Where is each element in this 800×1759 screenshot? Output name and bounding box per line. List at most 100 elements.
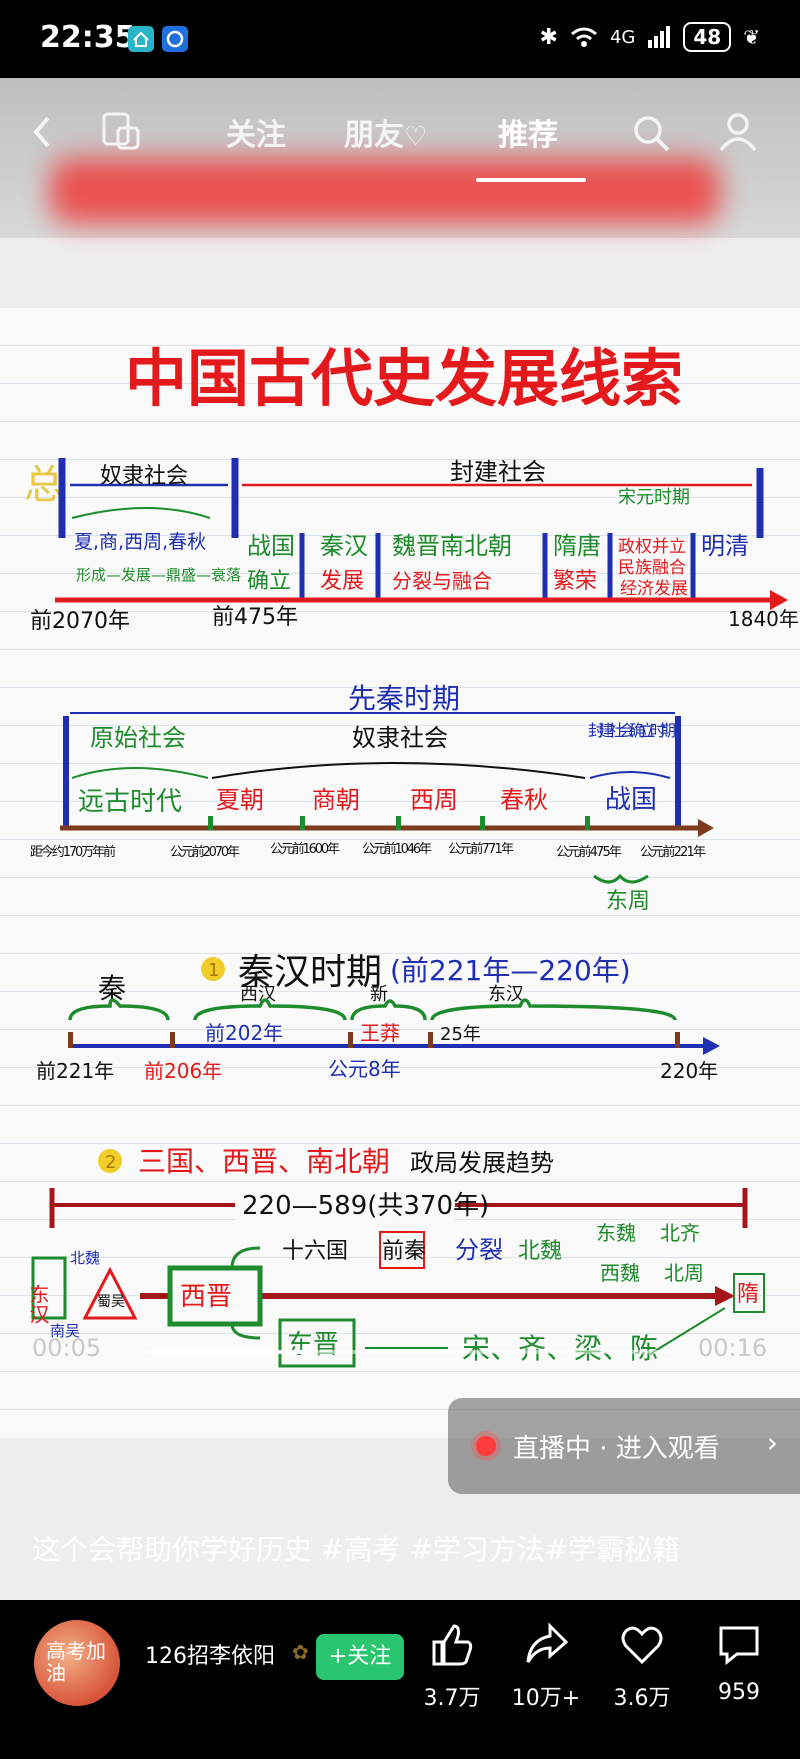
s3-range: (前221年—220年) xyxy=(390,954,631,987)
heart-icon xyxy=(621,1626,663,1665)
progress-row: 00:05 00:16 xyxy=(0,1328,800,1378)
share-count: 10万+ xyxy=(511,1686,581,1711)
s4-tk-1: 北魏 xyxy=(70,1249,100,1267)
wifi-icon xyxy=(571,27,597,47)
s2-date-5: 公元前771年 xyxy=(448,841,514,857)
top-nav: 关注 朋友♡ 推荐 xyxy=(0,96,800,182)
favorite-button[interactable]: 3.6万 xyxy=(602,1620,682,1712)
tab-friends[interactable]: 朋友♡ xyxy=(344,110,427,154)
s3-mark-1: 前202年 xyxy=(205,1021,283,1045)
like-button[interactable]: 3.7万 xyxy=(412,1620,492,1712)
s2-date-1: 距今约170万年前 xyxy=(30,844,116,860)
s3-date-2: 前206年 xyxy=(144,1059,222,1083)
era-1: 远古时代 xyxy=(78,787,182,817)
tab-following[interactable]: 关注 xyxy=(226,118,286,153)
s3-mark-2: 王莽 xyxy=(360,1021,400,1045)
live-indicator-icon xyxy=(476,1436,496,1456)
s4-north-zhou: 北周 xyxy=(664,1261,704,1285)
eastern-zhou: 东周 xyxy=(606,889,650,914)
s4-split: 分裂 xyxy=(455,1236,503,1264)
s4-south: 宋、齐、梁、陈 xyxy=(462,1332,658,1365)
tab-recommend[interactable]: 推荐 xyxy=(498,118,558,153)
period-note-1: 确立 xyxy=(247,569,291,594)
s3-mark-3: 25年 xyxy=(440,1024,481,1045)
video-description[interactable]: 这个会帮助你学好历史 #高考 #学习方法#学霸秘籍 xyxy=(32,1533,681,1566)
slavery-society-2: 奴隶社会 xyxy=(352,724,448,752)
chevron-right-icon: › xyxy=(766,1426,778,1459)
avatar[interactable]: 高考加油 xyxy=(34,1620,120,1706)
slavery-society-label: 奴隶社会 xyxy=(100,464,188,489)
s3-number: 1 xyxy=(208,960,219,981)
s3-seg-xin: 新 xyxy=(370,984,388,1005)
profile-icon[interactable] xyxy=(716,110,760,154)
s4-title-black: 政局发展趋势 xyxy=(410,1149,554,1177)
feudal-establish: 封建社会确立时期 xyxy=(588,721,676,740)
s1-date-2: 前475年 xyxy=(212,605,298,630)
s3-date-4: 220年 xyxy=(660,1059,718,1083)
current-time: 00:05 xyxy=(32,1334,102,1362)
search-icon[interactable] xyxy=(632,114,672,154)
s4-number: 2 xyxy=(105,1152,116,1173)
era-5: 春秋 xyxy=(500,786,548,814)
like-count: 3.7万 xyxy=(423,1686,481,1711)
period-name-1: 战国 xyxy=(247,532,295,560)
s3-seg-west-han: 西汉 xyxy=(240,984,276,1005)
tab-friends-label: 朋友 xyxy=(344,118,404,153)
author-name[interactable]: 126招李依阳 xyxy=(145,1644,275,1669)
period-note-3: 分裂与融合 xyxy=(392,569,492,593)
era-6: 战国 xyxy=(605,785,657,815)
period-name-4: 隋唐 xyxy=(553,532,601,560)
main-title: 中国古代史发展线索 xyxy=(125,342,683,415)
follow-button[interactable]: +关注 xyxy=(316,1634,404,1680)
s2-date-2: 公元前2070年 xyxy=(170,844,240,860)
home-icon xyxy=(128,26,154,52)
s3-title: 秦汉时期 xyxy=(238,952,382,993)
slavery-dynasties: 夏,商,西周,春秋 xyxy=(74,531,206,553)
favorite-count: 3.6万 xyxy=(613,1686,671,1711)
s2-date-3: 公元前1600年 xyxy=(270,841,340,857)
back-icon[interactable] xyxy=(30,112,54,152)
multi-window-icon[interactable] xyxy=(100,110,144,154)
timeline-drawing: 中国古代史发展线索 总 奴隶社会 封建社会 宋元时期 夏,商,西周,春秋 形成—… xyxy=(24,342,799,1368)
active-tab-underline xyxy=(476,178,586,182)
video-player[interactable]: 关注 朋友♡ 推荐 中国古代史发展线索 总 奴隶社会 封建社会 宋元时期 夏,商… xyxy=(0,78,800,1600)
battery-icon: 48 xyxy=(683,22,732,52)
heart-outline-icon: ♡ xyxy=(404,122,428,152)
thumbs-up-icon xyxy=(432,1624,473,1666)
period-name-3: 魏晋南北朝 xyxy=(392,532,512,560)
comment-icon xyxy=(719,1626,759,1666)
s3-seg-east-han: 东汉 xyxy=(488,984,524,1005)
era-4: 西周 xyxy=(410,786,458,814)
s4-western-jin: 西晋 xyxy=(180,1282,232,1312)
live-banner[interactable]: 直播中 · 进入观看 › xyxy=(448,1398,800,1494)
s4-former-qin: 前秦 xyxy=(382,1239,426,1264)
s1-date-3: 1840年 xyxy=(728,607,799,631)
total-time: 00:16 xyxy=(698,1334,768,1362)
signal-icon xyxy=(648,26,671,48)
status-bar: 22:35 ✱ 4G 48 ❦ xyxy=(0,0,800,78)
s4-sui: 隋 xyxy=(737,1282,759,1307)
status-time: 22:35 xyxy=(40,20,136,55)
period-note-4: 繁荣 xyxy=(553,569,597,594)
s4-north-qi: 北齐 xyxy=(660,1221,700,1245)
notebook-page: 中国古代史发展线索 总 奴隶社会 封建社会 宋元时期 夏,商,西周,春秋 形成—… xyxy=(0,308,800,1438)
progress-knob[interactable] xyxy=(302,1345,317,1359)
s3-date-1: 前221年 xyxy=(36,1059,114,1083)
period-note-2: 发展 xyxy=(320,569,364,594)
comment-count: 959 xyxy=(718,1680,760,1705)
primitive-society: 原始社会 xyxy=(90,724,186,752)
period-note-5: 民族融合 xyxy=(618,558,686,578)
period-extra-note: 经济发展 xyxy=(620,579,688,599)
s4-span: 220—589(共370年) xyxy=(242,1191,489,1221)
era-2: 夏朝 xyxy=(216,786,264,814)
pre-qin-title: 先秦时期 xyxy=(348,682,460,715)
s4-tk-3: 南吴 xyxy=(50,1322,80,1340)
progress-bar[interactable] xyxy=(145,1345,675,1359)
badge-icon: ✿ xyxy=(292,1640,309,1664)
comment-button[interactable]: 959 xyxy=(699,1620,779,1705)
share-button[interactable]: 10万+ xyxy=(506,1620,586,1712)
s4-east-han: 东汉 xyxy=(26,1284,50,1324)
s2-date-4: 公元前1046年 xyxy=(362,841,432,857)
period-name-5: 政权并立 xyxy=(618,537,686,557)
s4-west-wei: 西魏 xyxy=(600,1261,640,1285)
